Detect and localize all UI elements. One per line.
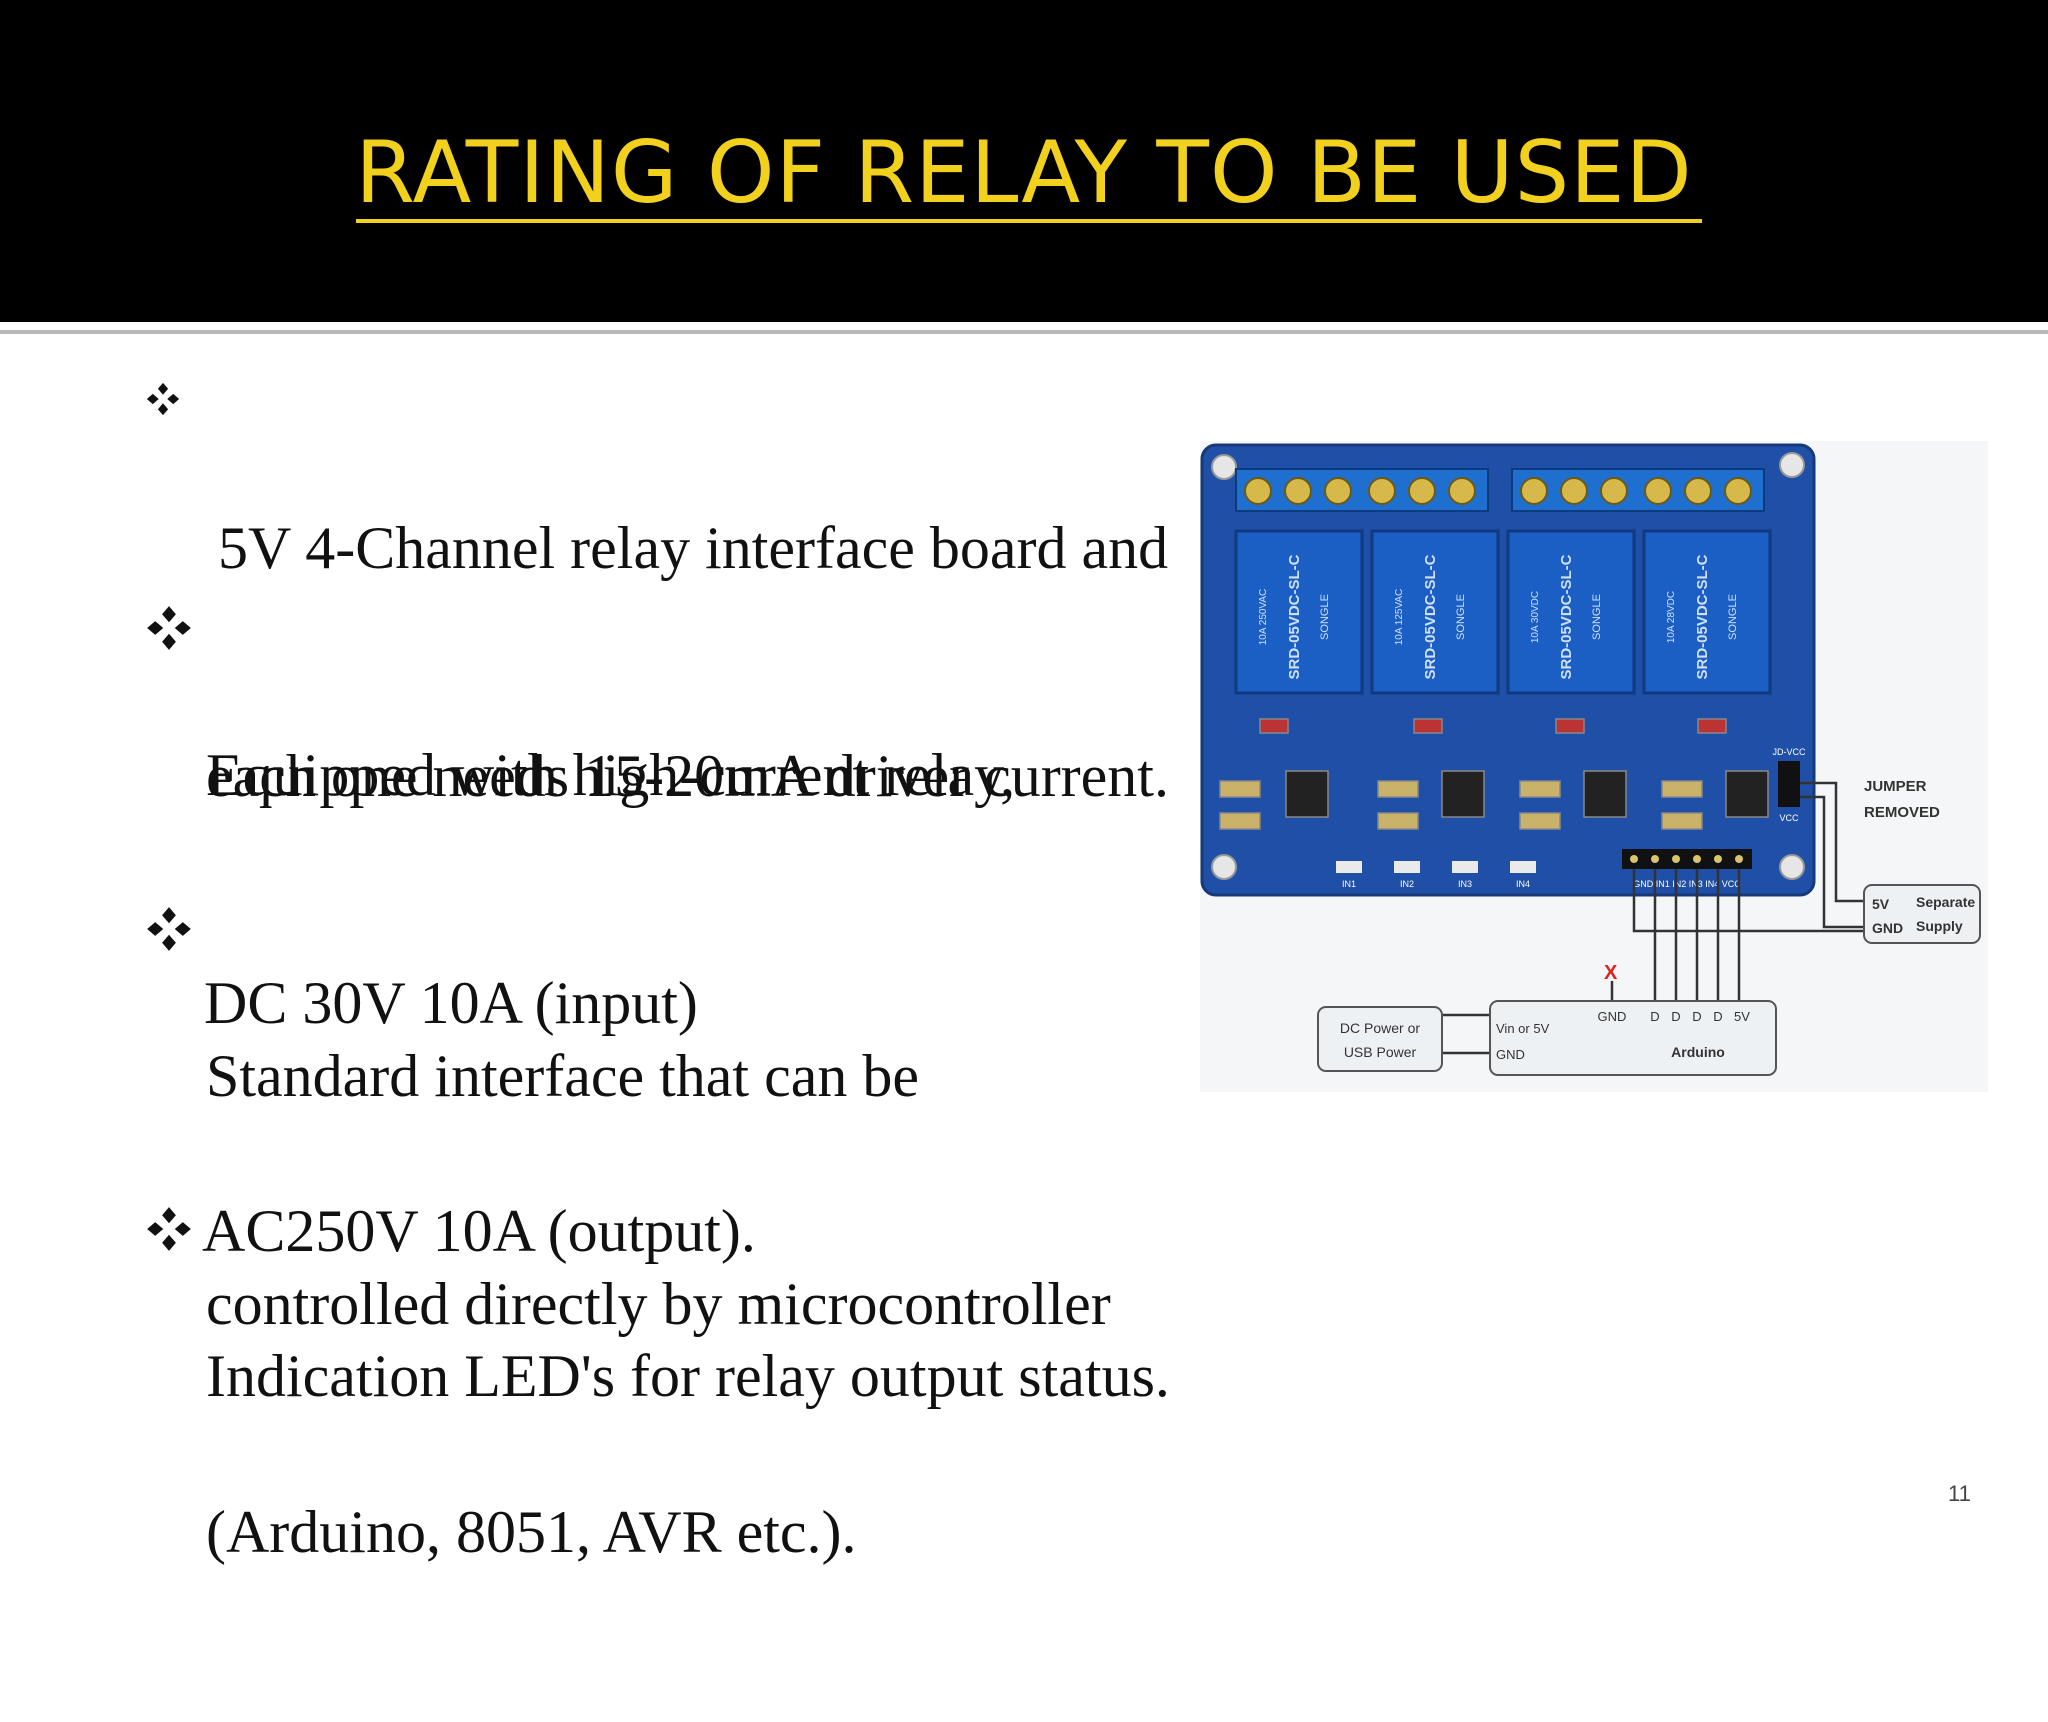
mount-hole-icon — [1211, 854, 1237, 880]
led-label: IN4 — [1516, 879, 1530, 889]
arduino-gnd-label: GND — [1496, 1047, 1525, 1062]
diamond-bullet-icon — [147, 606, 191, 650]
bullet-text: 5V 4-Channel relay interface board and e… — [206, 358, 1169, 966]
arduino-pin-label: GND — [1598, 1009, 1627, 1024]
led-label: IN1 — [1342, 879, 1356, 889]
arduino-pin-label: D — [1650, 1009, 1659, 1024]
page-number: 11 — [1948, 1481, 1971, 1506]
components — [1219, 718, 1769, 830]
diamond-bullet-icon — [146, 382, 180, 416]
relay-brand: SONGLE — [1319, 594, 1331, 640]
bullet-line: Equipped with high-current relay, — [206, 742, 1016, 808]
relay-board-diagram: SRD-05VDC-SL-C SONGLE 10A 250VAC SRD-05V… — [1200, 441, 1988, 1092]
slide-title: RATING OF RELAY TO BE USED — [355, 123, 1693, 223]
header-divider — [0, 330, 2048, 334]
jumper-label: JUMPER — [1864, 778, 1927, 795]
bullet-text: Indication LED's for relay output status… — [206, 1186, 1170, 1566]
relay-label: SRD-05VDC-SL-C — [1422, 554, 1439, 679]
arduino-pin-label: D — [1713, 1009, 1722, 1024]
relay-rating: 10A 250VAC — [1258, 589, 1269, 646]
relay-brand: SONGLE — [1455, 594, 1467, 640]
vcc-label: VCC — [1779, 813, 1799, 823]
relay-rating: 10A 30VDC — [1530, 591, 1541, 643]
separate-supply-label: Separate — [1916, 894, 1975, 910]
relay-2: SRD-05VDC-SL-C SONGLE 10A 125VAC — [1370, 529, 1500, 695]
bullet-line: DC 30V 10A (input) — [204, 970, 698, 1036]
relay-1: SRD-05VDC-SL-C SONGLE 10A 250VAC — [1234, 529, 1364, 695]
arduino-pin-label: 5V — [1734, 1009, 1750, 1024]
relay-label: SRD-05VDC-SL-C — [1286, 554, 1303, 679]
title-bar: RATING OF RELAY TO BE USED — [0, 0, 2048, 322]
relay-rating: 10A 28VDC — [1666, 591, 1677, 643]
arduino-vin-label: Vin or 5V — [1496, 1021, 1550, 1036]
bullet-line: 5V 4-Channel relay interface board and — [218, 515, 1169, 581]
relay-3: SRD-05VDC-SL-C SONGLE 10A 30VDC — [1506, 529, 1636, 695]
bullet-text: Equipped with high-current relay, DC 30V… — [202, 585, 1016, 1421]
relay-rating: 10A 125VAC — [1394, 589, 1405, 646]
title-underline — [356, 219, 1702, 223]
supply-gnd-label: GND — [1872, 920, 1903, 936]
relay-4: SRD-05VDC-SL-C SONGLE 10A 28VDC — [1642, 529, 1772, 695]
diamond-bullet-icon — [147, 1207, 191, 1251]
header-pin-labels: GND IN1 IN2 IN3 IN4 VCC — [1633, 879, 1741, 889]
dc-power-label: USB Power — [1344, 1044, 1417, 1060]
diamond-bullet-icon — [147, 907, 191, 951]
terminal-blocks — [1235, 468, 1765, 512]
jumper-label: REMOVED — [1864, 804, 1940, 821]
mount-hole-icon — [1779, 452, 1805, 478]
mount-hole-icon — [1211, 454, 1237, 480]
arduino-pin-label: D — [1671, 1009, 1680, 1024]
relay-brand: SONGLE — [1727, 594, 1739, 640]
status-leds: IN1 IN2 IN3 IN4 — [1336, 861, 1536, 889]
arduino-pin-label: D — [1692, 1009, 1701, 1024]
separate-supply-label: Supply — [1916, 918, 1963, 934]
arduino-label: Arduino — [1671, 1044, 1725, 1060]
x-mark: X — [1604, 962, 1618, 984]
relay-label: SRD-05VDC-SL-C — [1558, 554, 1575, 679]
jd-vcc-label: JD-VCC — [1773, 747, 1806, 757]
dc-power-box: DC Power or USB Power — [1317, 1006, 1443, 1072]
bullet-line: AC250V 10A (output). — [202, 1198, 756, 1264]
header-pins: GND IN1 IN2 IN3 IN4 VCC JD-VCC VCC — [1622, 747, 1806, 889]
bullet-line: each one needs 15-20mA driver current. — [206, 743, 1169, 809]
led-label: IN2 — [1400, 879, 1414, 889]
bullet-line: Indication LED's for relay output status… — [206, 1343, 1170, 1409]
bullet-line: controlled directly by microcontroller — [206, 1271, 1111, 1337]
relay-label: SRD-05VDC-SL-C — [1694, 554, 1711, 679]
supply-5v-label: 5V — [1872, 896, 1890, 912]
bullet-line: Standard interface that can be — [206, 1043, 919, 1109]
mount-hole-icon — [1779, 854, 1805, 880]
led-label: IN3 — [1458, 879, 1472, 889]
relay-board-svg: SRD-05VDC-SL-C SONGLE 10A 250VAC SRD-05V… — [1200, 443, 1981, 1076]
arduino-box: Vin or 5V GND GND D D D D 5V Arduino — [1489, 1000, 1777, 1076]
separate-supply-box: 5V GND Separate Supply — [1863, 884, 1981, 944]
relay-brand: SONGLE — [1591, 594, 1603, 640]
dc-power-label: DC Power or — [1340, 1020, 1420, 1036]
